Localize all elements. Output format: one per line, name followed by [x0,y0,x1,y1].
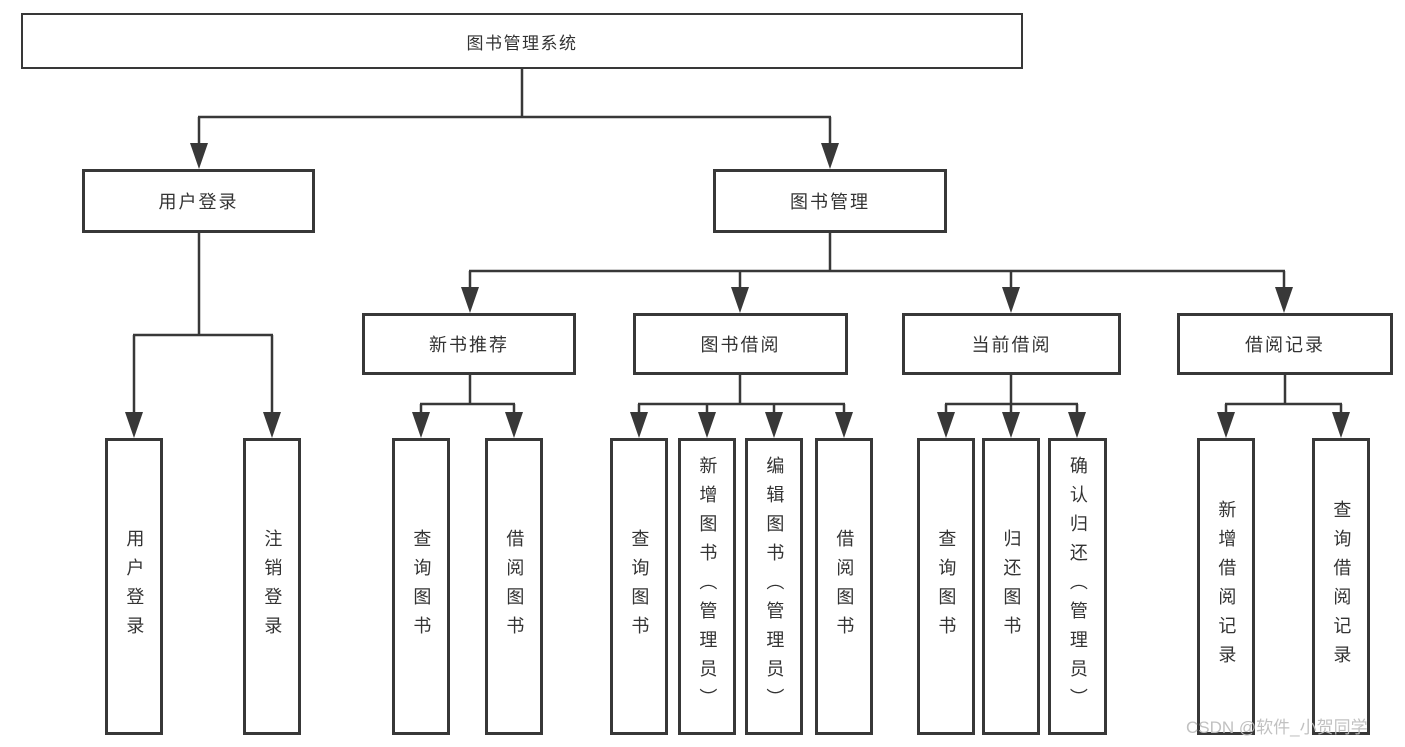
node-borrowing-records: 借阅记录 [1177,313,1393,375]
leaf-query-books-borrowing: 查询图书 [610,438,668,735]
leaf-add-books-admin-label: 新增图书（管理员） [697,456,718,717]
leaf-confirm-return-admin-label: 确认归还（管理员） [1067,456,1088,717]
leaf-query-books-recommend: 查询图书 [392,438,450,735]
leaf-add-borrow-record-label: 新增借阅记录 [1216,499,1237,674]
leaf-edit-books-admin: 编辑图书（管理员） [745,438,803,735]
leaf-add-books-admin: 新增图书（管理员） [678,438,736,735]
leaf-add-borrow-record: 新增借阅记录 [1197,438,1255,735]
leaf-borrow-books-recommend: 借阅图书 [485,438,543,735]
leaf-query-borrow-record-label: 查询借阅记录 [1331,499,1352,674]
leaf-query-books-recommend-label: 查询图书 [411,528,432,645]
leaf-query-books-current-label: 查询图书 [936,528,957,645]
csdn-watermark: CSDN @软件_小贺同学 [1186,718,1368,737]
leaf-borrow-books-borrowing-label: 借阅图书 [834,528,855,645]
leaf-query-borrow-record: 查询借阅记录 [1312,438,1370,735]
node-current-borrowing: 当前借阅 [902,313,1121,375]
node-new-book-recommend: 新书推荐 [362,313,576,375]
node-root: 图书管理系统 [21,13,1023,69]
leaf-query-books-borrowing-label: 查询图书 [629,528,650,645]
leaf-return-books: 归还图书 [982,438,1040,735]
leaf-confirm-return-admin: 确认归还（管理员） [1048,438,1107,735]
node-root-label: 图书管理系统 [466,33,578,53]
leaf-borrow-books-borrowing: 借阅图书 [815,438,873,735]
node-book-borrowing: 图书借阅 [633,313,848,375]
leaf-logout: 注销登录 [243,438,301,735]
leaf-user-login: 用户登录 [105,438,163,735]
node-book-management: 图书管理 [713,169,947,233]
leaf-return-books-label: 归还图书 [1001,528,1022,645]
node-book-management-label: 图书管理 [790,192,870,212]
leaf-logout-label: 注销登录 [262,528,283,645]
leaf-borrow-books-recommend-label: 借阅图书 [504,528,525,645]
node-book-borrowing-label: 图书借阅 [700,335,781,355]
node-current-borrowing-label: 当前借阅 [971,335,1052,355]
node-user-login-label: 用户登录 [158,192,239,212]
leaf-edit-books-admin-label: 编辑图书（管理员） [764,456,785,717]
leaf-user-login-label: 用户登录 [124,528,145,645]
leaf-query-books-current: 查询图书 [917,438,975,735]
node-user-login: 用户登录 [82,169,315,233]
node-borrowing-records-label: 借阅记录 [1245,335,1325,355]
node-new-book-recommend-label: 新书推荐 [429,335,509,355]
